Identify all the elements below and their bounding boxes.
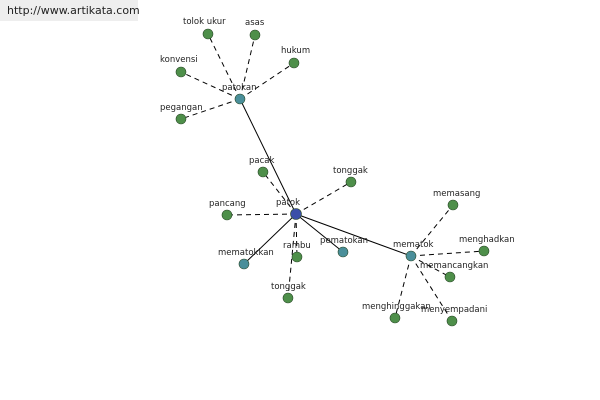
node-label-tonggak-1[interactable]: tonggak (333, 166, 368, 176)
node-label-rambu[interactable]: rambu (283, 241, 311, 251)
graph-labels: patok patokan mematok mematokkan pematokan to… (160, 17, 515, 315)
node-menyempadani[interactable] (446, 315, 458, 327)
node-menghadkan[interactable] (478, 245, 490, 257)
node-asas[interactable] (249, 29, 261, 41)
node-tonggak-2[interactable] (282, 292, 294, 304)
edge-patok-tonggak-1 (295, 181, 352, 215)
node-label-patokan[interactable]: patokan (222, 83, 257, 93)
node-label-menghinggakan[interactable]: menghinggakan (362, 302, 431, 312)
node-label-tonggak-2[interactable]: tonggak (271, 282, 306, 292)
node-mematok[interactable] (405, 250, 417, 262)
edge-patokan-konvensi (180, 71, 241, 100)
node-tolok-ukur[interactable] (202, 28, 214, 40)
node-memasang[interactable] (447, 199, 459, 211)
node-label-memancangkan[interactable]: memancangkan (420, 261, 488, 271)
edge-patok-rambu (295, 213, 298, 258)
edge-mematok-menyempadani (410, 255, 453, 322)
node-label-pegangan[interactable]: pegangan (160, 103, 203, 113)
node-memancangkan[interactable] (444, 271, 456, 283)
edge-mematok-memasang (410, 204, 454, 257)
node-pematokan[interactable] (337, 246, 349, 258)
node-label-hukum[interactable]: hukum (281, 46, 310, 56)
edge-patokan-asas (239, 34, 256, 100)
edge-mematok-menghadkan (410, 250, 485, 257)
edge-patok-pancang (226, 213, 297, 216)
source-banner: http://www.artikata.com (0, 0, 140, 21)
node-patokan[interactable] (234, 93, 246, 105)
edge-patok-mematokkan (243, 213, 297, 265)
node-konvensi[interactable] (175, 66, 187, 78)
node-patok[interactable] (290, 208, 302, 220)
node-label-patok[interactable]: patok (276, 198, 300, 208)
node-menghinggakan[interactable] (389, 312, 401, 324)
node-label-mematokkan[interactable]: mematokkan (218, 248, 274, 258)
edge-patokan-tolok-ukur (207, 33, 241, 100)
source-link[interactable]: http://www.artikata.com (7, 4, 140, 17)
edge-patok-mematok (295, 213, 412, 257)
graph-nodes (175, 28, 490, 327)
edge-mematok-memancangkan (410, 255, 451, 278)
node-label-pacak[interactable]: pacak (249, 156, 274, 166)
graph-edges (180, 33, 485, 322)
node-pancang[interactable] (221, 209, 233, 221)
node-label-mematok[interactable]: mematok (393, 240, 434, 250)
node-label-menghadkan[interactable]: menghadkan (459, 235, 515, 245)
node-rambu[interactable] (291, 251, 303, 263)
edge-patok-pematokan (295, 213, 344, 253)
node-label-pematokan[interactable]: pematokan (320, 236, 368, 246)
node-mematokkan[interactable] (238, 258, 250, 270)
node-hukum[interactable] (288, 57, 300, 69)
node-label-menyempadani[interactable]: menyempadani (421, 305, 487, 315)
node-label-konvensi[interactable]: konvensi (160, 55, 198, 65)
edge-patok-patokan (239, 98, 297, 215)
node-pacak[interactable] (257, 166, 269, 178)
node-tonggak-1[interactable] (345, 176, 357, 188)
node-label-tolok-ukur[interactable]: tolok ukur (183, 17, 226, 27)
edge-mematok-menghinggakan (394, 255, 412, 319)
edge-patokan-hukum (239, 62, 295, 100)
node-pegangan[interactable] (175, 113, 187, 125)
edge-patokan-pegangan (180, 98, 241, 120)
node-label-pancang[interactable]: pancang (209, 199, 246, 209)
node-label-asas[interactable]: asas (245, 18, 265, 28)
node-label-memasang[interactable]: memasang (433, 189, 480, 199)
